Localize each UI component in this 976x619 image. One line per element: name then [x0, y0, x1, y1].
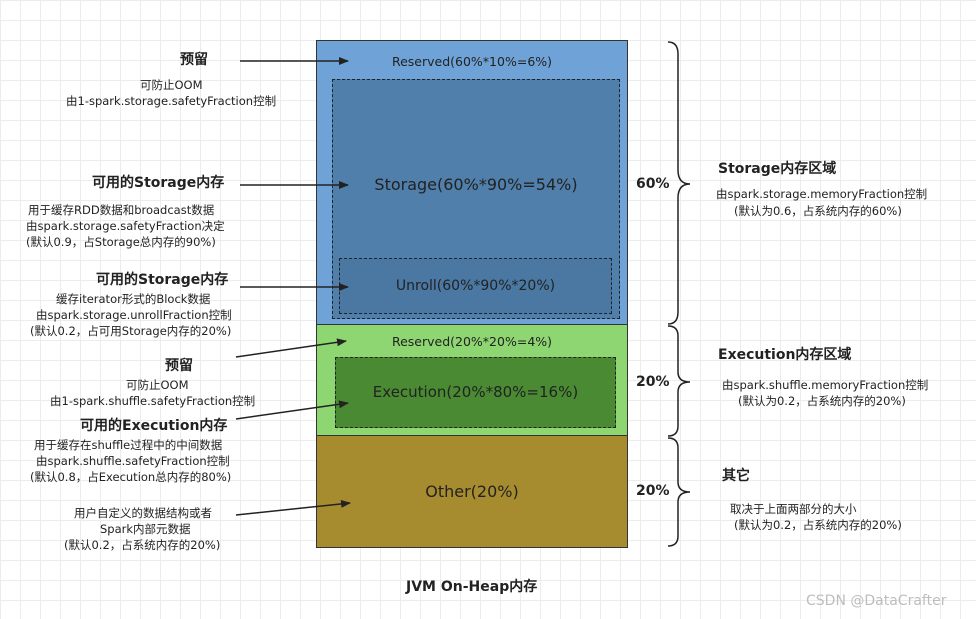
note-other-line3: (默认0.2，占系统内存的20%)	[64, 538, 221, 552]
other-region	[316, 435, 628, 548]
brace-execution	[667, 325, 691, 437]
note-execution-line1: 用于缓存在shuffle过程中的中间数据	[34, 438, 223, 452]
unroll-box	[339, 258, 612, 314]
right-other-title: 其它	[722, 468, 750, 484]
note-unroll-line2: 由spark.storage.unrollFraction控制	[36, 308, 232, 322]
note-unroll-line1: 缓存iterator形式的Block数据	[56, 292, 211, 306]
right-storage-title: Storage内存区域	[718, 161, 837, 177]
note-unroll-line3: (默认0.2，占可用Storage内存的20%)	[30, 324, 232, 338]
note-execution-reserved-line2: 由1-spark.shuffle.safetyFraction控制	[50, 394, 256, 408]
note-other-line2: Spark内部元数据	[100, 522, 191, 536]
note-storage-line1: 用于缓存RDD数据和broadcast数据	[28, 203, 215, 217]
right-other-line2: (默认为0.2，占系统内存的20%)	[734, 518, 902, 532]
execution-percent: 20%	[636, 374, 670, 390]
right-other-line1: 取决于上面两部分的大小	[730, 502, 857, 516]
note-unroll-title: 可用的Storage内存	[96, 272, 229, 288]
note-execution-reserved-line1: 可防止OOM	[126, 378, 189, 392]
storage-label: Storage(60%*90%=54%)	[374, 175, 578, 194]
note-execution-line3: (默认0.8，占Execution总内存的80%)	[30, 470, 232, 484]
other-percent: 20%	[636, 483, 670, 499]
brace-other	[667, 437, 691, 547]
watermark: CSDN @DataCrafter	[806, 593, 947, 609]
unroll-label: Unroll(60%*90%*20%)	[395, 278, 556, 294]
note-execution-reserved-title: 预留	[165, 358, 193, 374]
execution-label: Execution(20%*80%=16%)	[372, 383, 579, 401]
execution-inner-box	[335, 357, 616, 428]
storage-percent: 60%	[636, 176, 670, 192]
note-storage-title: 可用的Storage内存	[92, 175, 225, 191]
note-storage-reserved-line2: 由1-spark.storage.safetyFraction控制	[66, 94, 277, 108]
right-storage-line1: 由spark.storage.memoryFraction控制	[716, 187, 928, 201]
right-storage-line2: (默认为0.6，占系统内存的60%)	[734, 204, 902, 218]
note-execution-title: 可用的Execution内存	[80, 418, 228, 434]
note-other-line1: 用户自定义的数据结构或者	[74, 506, 212, 520]
arrow-other	[235, 499, 351, 516]
execution-reserved-label: Reserved(20%*20%=4%)	[391, 334, 553, 349]
note-storage-reserved-line1: 可防止OOM	[140, 78, 203, 92]
storage-reserved-label: Reserved(60%*10%=6%)	[391, 54, 553, 69]
note-storage-line3: (默认0.9，占Storage总内存的90%)	[26, 235, 216, 249]
diagram-title: JVM On-Heap内存	[406, 579, 538, 595]
note-storage-line2: 由spark.storage.safetyFraction决定	[26, 219, 225, 233]
note-execution-line2: 由spark.shuffle.safetyFraction控制	[36, 454, 230, 468]
right-execution-line2: (默认为0.2，占系统内存的20%)	[738, 394, 906, 408]
arrow-execution	[235, 400, 349, 420]
note-storage-reserved-title: 预留	[180, 52, 208, 68]
other-label: Other(20%)	[425, 482, 519, 501]
arrow-execution-reserved	[235, 338, 347, 358]
brace-storage	[667, 41, 691, 325]
right-execution-title: Execution内存区域	[718, 347, 852, 363]
right-execution-line1: 由spark.shuffle.memoryFraction控制	[722, 378, 929, 392]
